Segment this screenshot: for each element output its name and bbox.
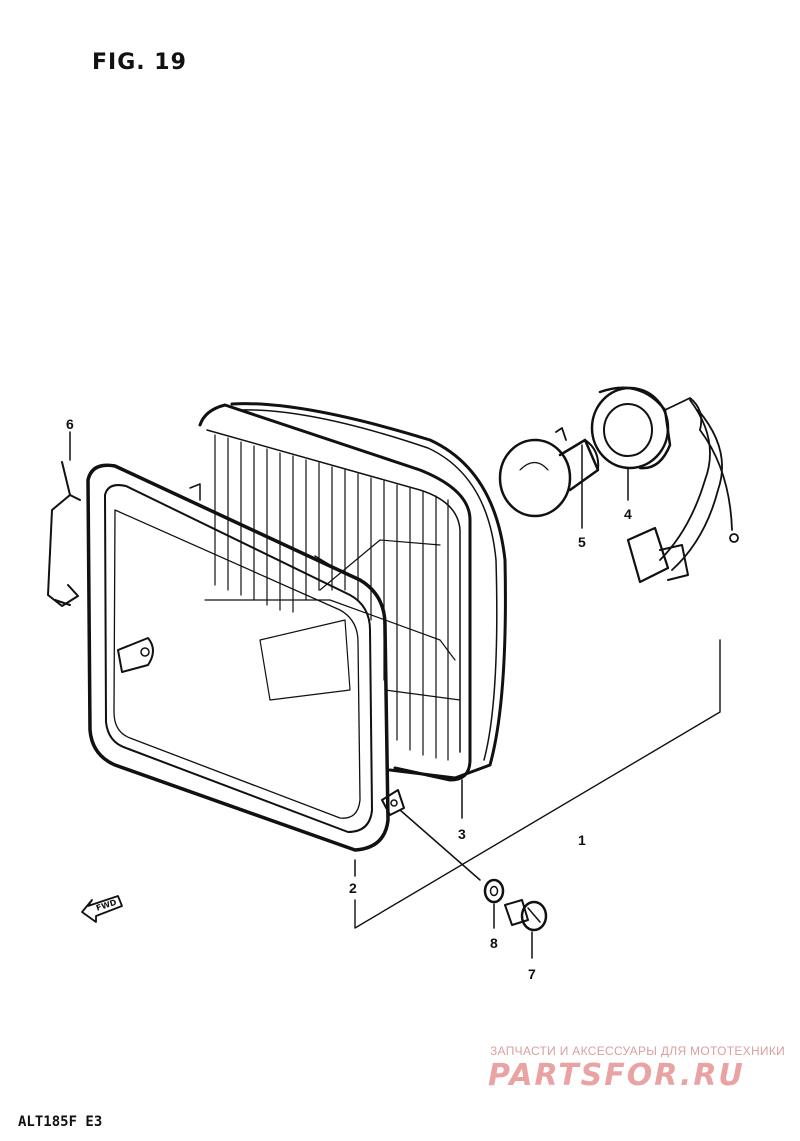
- screw: [504, 899, 548, 932]
- watermark-caption: ЗАПЧАСТИ И АКСЕССУАРЫ ДЛЯ МОТОТЕХНИКИ: [490, 1044, 786, 1058]
- headlight-unit: [198, 402, 507, 782]
- callout-1: 1: [578, 832, 586, 848]
- fwd-arrow-icon: [81, 895, 123, 923]
- leader-lines: [69, 431, 721, 959]
- callout-5: 5: [578, 534, 586, 550]
- headlight-rim: [86, 463, 405, 852]
- spring-clip: [47, 461, 81, 607]
- callout-8: 8: [490, 935, 498, 951]
- callout-2: 2: [349, 880, 357, 896]
- callout-3: 3: [458, 826, 466, 842]
- washer: [483, 878, 505, 904]
- model-code: ALT185F E3: [18, 1114, 103, 1130]
- callout-4: 4: [624, 506, 632, 522]
- bulb-socket: [590, 386, 739, 584]
- callout-6: 6: [66, 416, 74, 432]
- callout-7: 7: [528, 966, 536, 982]
- bulb: [498, 427, 600, 518]
- figure-title: FIG. 19: [92, 50, 187, 75]
- watermark-logo: PARTSFOR.RU: [488, 1058, 745, 1093]
